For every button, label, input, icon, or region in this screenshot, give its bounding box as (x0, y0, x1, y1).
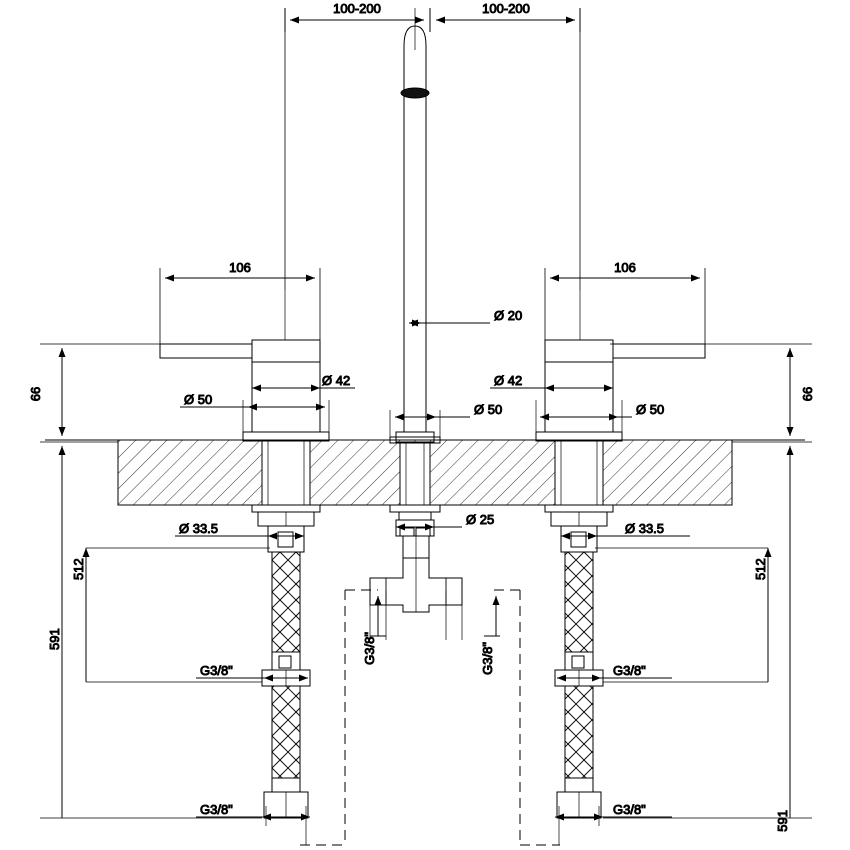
left-handle-cap (251, 339, 321, 363)
left-valve-shank (261, 440, 311, 506)
left-mount-washer (251, 504, 321, 513)
left-handle-assembly: 106 (159, 260, 330, 442)
dim-left-591-label: 591 (47, 628, 62, 650)
dim-right-shank-label: Ø 33.5 (625, 521, 664, 536)
tee-right-thread-dim: G3/8" (445, 590, 500, 675)
spout-inlet-tube (399, 442, 431, 506)
dim-left-66-label: 66 (28, 387, 43, 401)
left-base-diameter-dim: Ø 50 (180, 392, 330, 435)
dim-right-bottom-thread-label: G3/8" (613, 802, 646, 817)
left-hose-window-a (278, 655, 292, 669)
spout-outline-left (403, 25, 427, 330)
right-shank-diameter-dim: Ø 33.5 (561, 521, 690, 540)
dim-left-512-label: 512 (71, 558, 86, 580)
left-mid-thread-dim: G3/8" (196, 663, 308, 682)
dim-top-left-label: 100-200 (333, 1, 381, 16)
dim-left-cap-label: Ø 42 (322, 373, 350, 388)
dim-right-cap-label: Ø 42 (494, 373, 522, 388)
dim-right-base-label: Ø 50 (636, 402, 664, 417)
spout-spacer (398, 511, 432, 521)
dim-spout-shank-label: Ø 25 (466, 512, 494, 527)
dim-right-591-label: 591 (775, 810, 790, 832)
aerator-icon (400, 87, 430, 99)
left-handle-body (251, 361, 321, 433)
right-base-diameter-dim: Ø 50 (535, 400, 665, 435)
spout-base-diameter-dim: Ø 50 (389, 402, 503, 440)
right-handle-assembly: 106 (535, 260, 706, 442)
dim-left-base-label: Ø 50 (184, 392, 212, 407)
right-cap-diameter-dim: Ø 42 (490, 373, 613, 392)
left-shank-diameter-dim: Ø 33.5 (175, 521, 304, 540)
left-flex-hose (261, 551, 311, 819)
right-hose-window-a (571, 655, 585, 669)
dim-tee-right-thread-label: G3/8" (480, 642, 495, 675)
right-valve-shank (554, 440, 604, 506)
left-hose-upper (271, 551, 301, 653)
dim-left-shank-label: Ø 33.5 (179, 521, 218, 536)
right-hose-ferrule-b (564, 777, 594, 793)
right-mid-thread-dim: G3/8" (557, 663, 672, 682)
spout-nut-face-b (415, 527, 431, 537)
right-handle-body (544, 361, 614, 433)
left-vertical-dims: 66 512 591 (28, 343, 270, 819)
right-flex-hose (554, 551, 604, 819)
right-mount-washer (544, 504, 614, 513)
dim-right-512-label: 512 (753, 558, 768, 580)
spout-shank-diameter-dim: Ø 25 (396, 512, 495, 531)
spout-nut-face-a (399, 527, 415, 537)
right-bottom-thread-dim: G3/8" (555, 802, 672, 845)
left-hose-ferrule-b (271, 777, 301, 793)
dim-spout-base-label: Ø 50 (474, 402, 502, 417)
right-handle-cap (544, 339, 614, 363)
right-lever-handle (612, 343, 706, 359)
right-hose-lower (564, 685, 594, 779)
right-valve-body (544, 440, 614, 553)
left-bottom-thread-dim: G3/8" (196, 802, 310, 845)
dim-left-reach-label: 106 (229, 260, 251, 275)
right-vertical-dims: 66 512 591 (595, 343, 816, 832)
spout-washer (389, 504, 441, 513)
dim-right-mid-thread-label: G3/8" (613, 663, 646, 678)
dim-right-reach-label: 106 (614, 260, 636, 275)
dim-left-bottom-thread-label: G3/8" (200, 802, 233, 817)
tee-left-thread-dim: G3/8" (362, 590, 387, 665)
left-cap-diameter-dim: Ø 42 (252, 373, 355, 392)
left-lever-handle (159, 343, 253, 359)
dim-right-66-label: 66 (800, 387, 815, 401)
spout-diameter-dim: Ø 20 (403, 308, 523, 336)
dim-left-mid-thread-label: G3/8" (200, 663, 233, 678)
right-connector-window (570, 531, 587, 548)
spout-assembly (389, 8, 441, 444)
right-hose-upper (564, 551, 594, 653)
dim-top-right-label: 100-200 (482, 1, 530, 16)
left-valve-body (251, 440, 321, 553)
left-connector-window (277, 531, 294, 548)
left-hose-lower (271, 685, 301, 779)
installation-envelope (300, 589, 560, 846)
top-dimension-group: 100-200 100-200 (284, 1, 581, 290)
dim-tee-left-thread-label: G3/8" (362, 632, 377, 665)
dim-spout-diameter-label: Ø 20 (494, 308, 522, 323)
